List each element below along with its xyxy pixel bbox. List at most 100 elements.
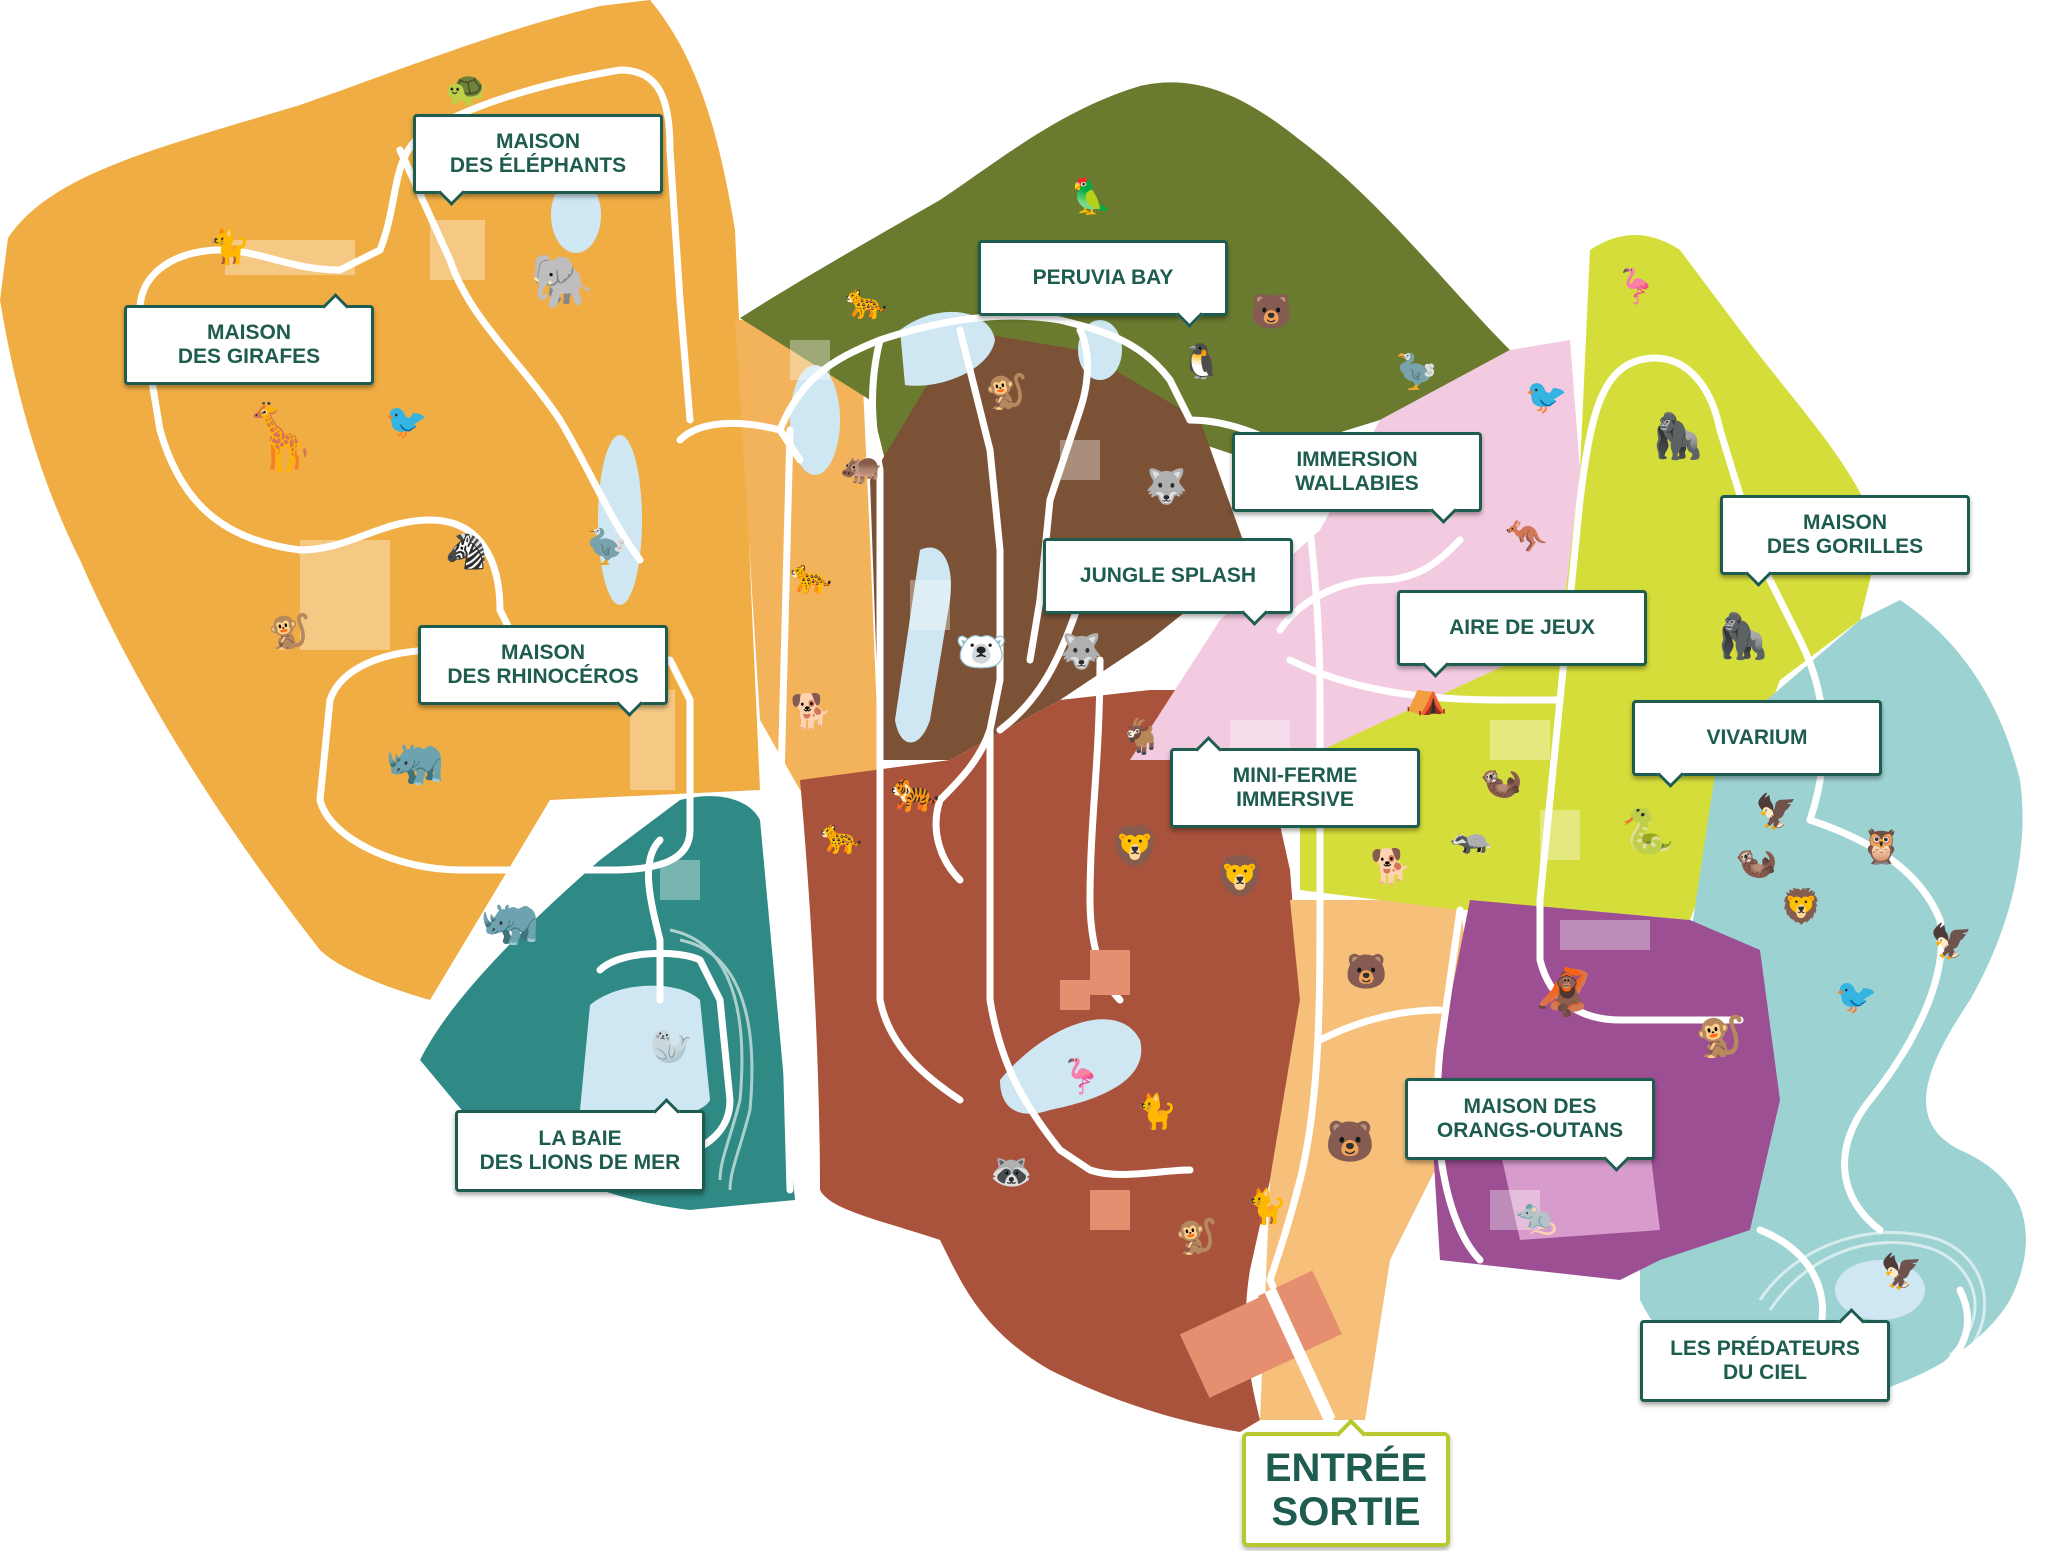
label-maison-des-rhinoceros[interactable]: MAISON DES RHINOCÉROS xyxy=(418,625,668,705)
label-peruvia-bay-line-1: PERUVIA BAY xyxy=(1032,266,1174,289)
label-la-baie-des-lions-de-mer[interactable]: LA BAIE DES LIONS DE MER xyxy=(455,1110,705,1192)
hippo-icon: 🦛 xyxy=(840,448,883,486)
raccoon-icon: 🦝 xyxy=(990,1153,1033,1191)
pelican-white-icon: 🦤 xyxy=(1395,353,1438,391)
polar-bear-icon: 🐻‍❄️ xyxy=(955,628,1008,675)
gorilla-icon: 🦍 xyxy=(1650,412,1705,461)
label-maison-des-elephants-line-2: DES ÉLÉPHANTS xyxy=(449,154,627,177)
rhino-2-icon: 🦏 xyxy=(480,895,540,948)
bird-icon: 🐦 xyxy=(1835,978,1878,1016)
zone-purple-inner xyxy=(1500,1150,1660,1240)
lion-green-icon: 🦁 xyxy=(1780,888,1823,926)
pond-jungle xyxy=(895,547,951,743)
label-maison-des-gorilles-line-1: MAISON xyxy=(1803,511,1887,534)
cougar-icon: 🐆 xyxy=(820,818,863,856)
penguin-icon: 🐧 xyxy=(1180,343,1223,381)
label-la-baie-des-lions-de-mer-line-1: LA BAIE xyxy=(538,1127,622,1150)
bear-brown-icon: 🐻 xyxy=(1345,953,1388,991)
parrot-icon: 🦜 xyxy=(1070,178,1113,216)
ostrich-icon: 🐦 xyxy=(385,403,428,441)
pool-sea-lions xyxy=(580,985,710,1121)
tiger-icon: 🐅 xyxy=(890,770,940,814)
label-maison-des-girafes-line-2: DES GIRAFES xyxy=(177,345,321,368)
orangutan-icon: 🦧 xyxy=(1535,966,1593,1018)
monkey-white-icon: 🐒 xyxy=(985,373,1028,411)
lynx-2-icon: 🐈 xyxy=(1245,1188,1288,1226)
sea-lion-icon: 🦭 xyxy=(650,1028,693,1066)
label-maison-des-rhinoceros-line-2: DES RHINOCÉROS xyxy=(447,665,639,688)
meerkat-icon: 🦦 xyxy=(1480,763,1523,801)
zone-central-peach xyxy=(735,320,880,790)
label-maison-des-girafes[interactable]: MAISON DES GIRAFES xyxy=(124,305,374,385)
tortoise-icon: 🐢 xyxy=(445,70,488,108)
label-maison-des-rhinoceros-line-1: MAISON xyxy=(501,641,585,664)
label-vivarium[interactable]: VIVARIUM xyxy=(1632,700,1882,776)
rhino-icon: 🦏 xyxy=(385,735,445,788)
lynx-icon: 🐈 xyxy=(208,228,251,266)
label-maison-des-elephants-line-1: MAISON xyxy=(496,130,580,153)
label-mini-ferme-immersive-line-1: MINI-FERME xyxy=(1232,764,1358,787)
flamingo-icon: 🦩 xyxy=(1060,1058,1103,1096)
label-les-predateurs-du-ciel[interactable]: LES PRÉDATEURS DU CIEL xyxy=(1640,1320,1890,1402)
label-jungle-splash[interactable]: JUNGLE SPLASH xyxy=(1043,538,1293,614)
label-les-predateurs-du-ciel-line-2: DU CIEL xyxy=(1723,1361,1807,1384)
label-maison-des-orangs-outans-line-2: ORANGS-OUTANS xyxy=(1436,1119,1624,1142)
label-immersion-wallabies-line-1: IMMERSION xyxy=(1296,448,1418,471)
hyena-icon: 🐕 xyxy=(790,693,833,731)
otter-icon: 🦦 xyxy=(1735,843,1778,881)
entrance-label: ENTRÉE xyxy=(1264,1445,1428,1490)
sea-lion-track xyxy=(669,928,754,1191)
predators-track xyxy=(1758,1231,1987,1362)
goat-icon: 🐐 xyxy=(1120,718,1163,756)
label-mini-ferme-immersive[interactable]: MINI-FERME IMMERSIVE xyxy=(1170,748,1420,828)
vulture-icon: 🦅 xyxy=(1930,923,1973,961)
label-aire-de-jeux[interactable]: AIRE DE JEUX xyxy=(1397,590,1647,666)
zebra-icon: 🦓 xyxy=(445,533,488,571)
bear-white-icon: 🐻 xyxy=(1250,293,1293,331)
bear-brown-2-icon: 🐻 xyxy=(1325,1120,1375,1164)
water-bodies xyxy=(551,177,1925,1320)
label-maison-des-girafes-line-1: MAISON xyxy=(207,321,291,344)
eagle-icon: 🦅 xyxy=(1755,793,1798,831)
lion-icon: 🦁 xyxy=(1110,825,1160,869)
label-les-predateurs-du-ciel-line-1: LES PRÉDATEURS xyxy=(1670,1337,1860,1360)
cheetah-icon: 🐆 xyxy=(790,558,833,596)
label-jungle-splash-line-1: JUNGLE SPLASH xyxy=(1079,564,1257,587)
label-maison-des-gorilles[interactable]: MAISON DES GORILLES xyxy=(1720,495,1970,575)
monkey-2-icon: 🐒 xyxy=(1175,1218,1218,1256)
lemur-icon: 🐒 xyxy=(268,613,311,651)
rat-icon: 🐀 xyxy=(1515,1198,1558,1236)
pond-predators xyxy=(1835,1260,1925,1320)
owl-icon: 🦉 xyxy=(1860,828,1903,866)
jaguar-icon: 🐆 xyxy=(845,283,888,321)
snake-icon: 🐍 xyxy=(1620,807,1675,856)
gorilla-2-icon: 🦍 xyxy=(1715,612,1770,661)
label-maison-des-gorilles-line-2: DES GORILLES xyxy=(1766,535,1924,558)
chimp-icon: 🐒 xyxy=(1695,1015,1745,1059)
buildings-salmon xyxy=(1060,950,1342,1398)
label-immersion-wallabies[interactable]: IMMERSION WALLABIES xyxy=(1232,432,1482,512)
label-immersion-wallabies-line-2: WALLABIES xyxy=(1295,472,1419,495)
pond-pelican xyxy=(598,435,642,605)
label-maison-des-elephants[interactable]: MAISON DES ÉLÉPHANTS xyxy=(413,114,663,194)
wolf-2-icon: 🐺 xyxy=(1060,633,1103,671)
entrance-promenade xyxy=(1264,1287,1336,1423)
cat-white-icon: 🐈 xyxy=(1135,1093,1178,1131)
label-maison-des-orangs-outans[interactable]: MAISON DES ORANGS-OUTANS xyxy=(1405,1078,1655,1160)
badger-icon: 🦡 xyxy=(1450,818,1493,856)
label-vivarium-line-1: VIVARIUM xyxy=(1706,726,1808,749)
giraffe-icon: 🦒 xyxy=(240,401,320,473)
label-la-baie-des-lions-de-mer-line-2: DES LIONS DE MER xyxy=(479,1151,681,1174)
label-aire-de-jeux-line-1: AIRE DE JEUX xyxy=(1449,616,1595,639)
elephant-icon: 🐘 xyxy=(530,253,595,311)
lion-2-icon: 🦁 xyxy=(1215,855,1265,899)
pond-flamingo xyxy=(1000,1019,1142,1114)
wolf-icon: 🐺 xyxy=(1145,468,1188,506)
pond-elephants xyxy=(551,177,601,253)
label-peruvia-bay[interactable]: PERUVIA BAY xyxy=(978,240,1228,316)
label-maison-des-orangs-outans-line-1: MAISON DES xyxy=(1463,1095,1597,1118)
pelican-icon: 🦤 xyxy=(585,528,628,566)
flamingo-pink-icon: 🦩 xyxy=(1615,268,1658,306)
entrance-exit-label[interactable]: ENTRÉE SORTIE xyxy=(1242,1432,1450,1547)
wild-dog-icon: 🐕 xyxy=(1370,848,1413,886)
